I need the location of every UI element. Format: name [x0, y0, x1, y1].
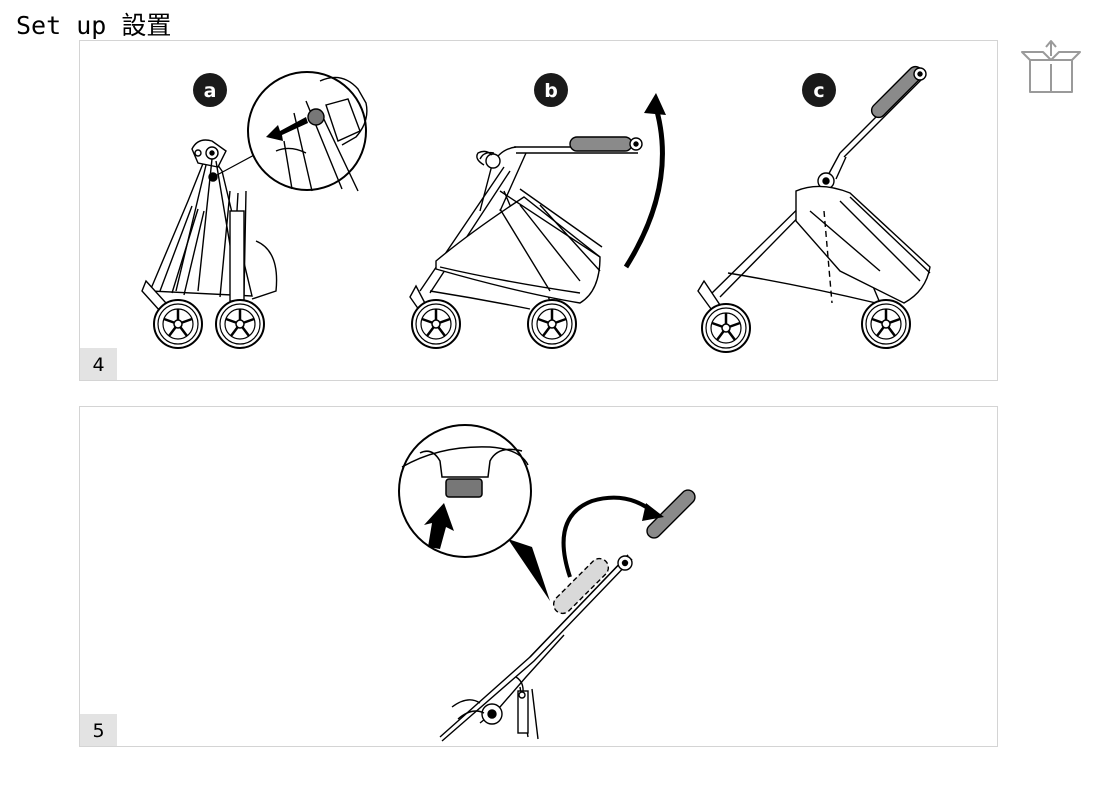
- step-5-illustration: [398, 424, 696, 742]
- unfold-direction-arrow: [623, 100, 665, 269]
- unfolded-stroller-illustration: [697, 65, 931, 315]
- page-title: Set up 設置: [16, 11, 172, 40]
- step-5-panel: 5: [79, 406, 998, 747]
- unfolding-stroller-illustration: [409, 136, 643, 319]
- substep-a-badge: a: [193, 73, 227, 107]
- step-4-illustration: a b c: [141, 65, 931, 354]
- step-number-5: 5: [80, 714, 117, 746]
- substep-b-badge: b: [534, 73, 568, 107]
- svg-text:b: b: [544, 80, 558, 102]
- folded-stroller-illustration: [141, 139, 278, 313]
- handlebar-illustration: [439, 489, 696, 742]
- step-number-4: 4: [80, 348, 117, 380]
- release-button-magnifier: [398, 424, 532, 558]
- detail-magnifier-a: [247, 71, 368, 192]
- box-open-up-icon: [1021, 40, 1081, 93]
- svg-text:c: c: [813, 80, 824, 102]
- substep-c-badge: c: [802, 73, 836, 107]
- rotate-direction-arrow: [561, 495, 654, 578]
- magnifier-pointer: [508, 539, 550, 601]
- step-4-panel: a b c 4: [79, 40, 998, 381]
- svg-text:a: a: [204, 80, 217, 102]
